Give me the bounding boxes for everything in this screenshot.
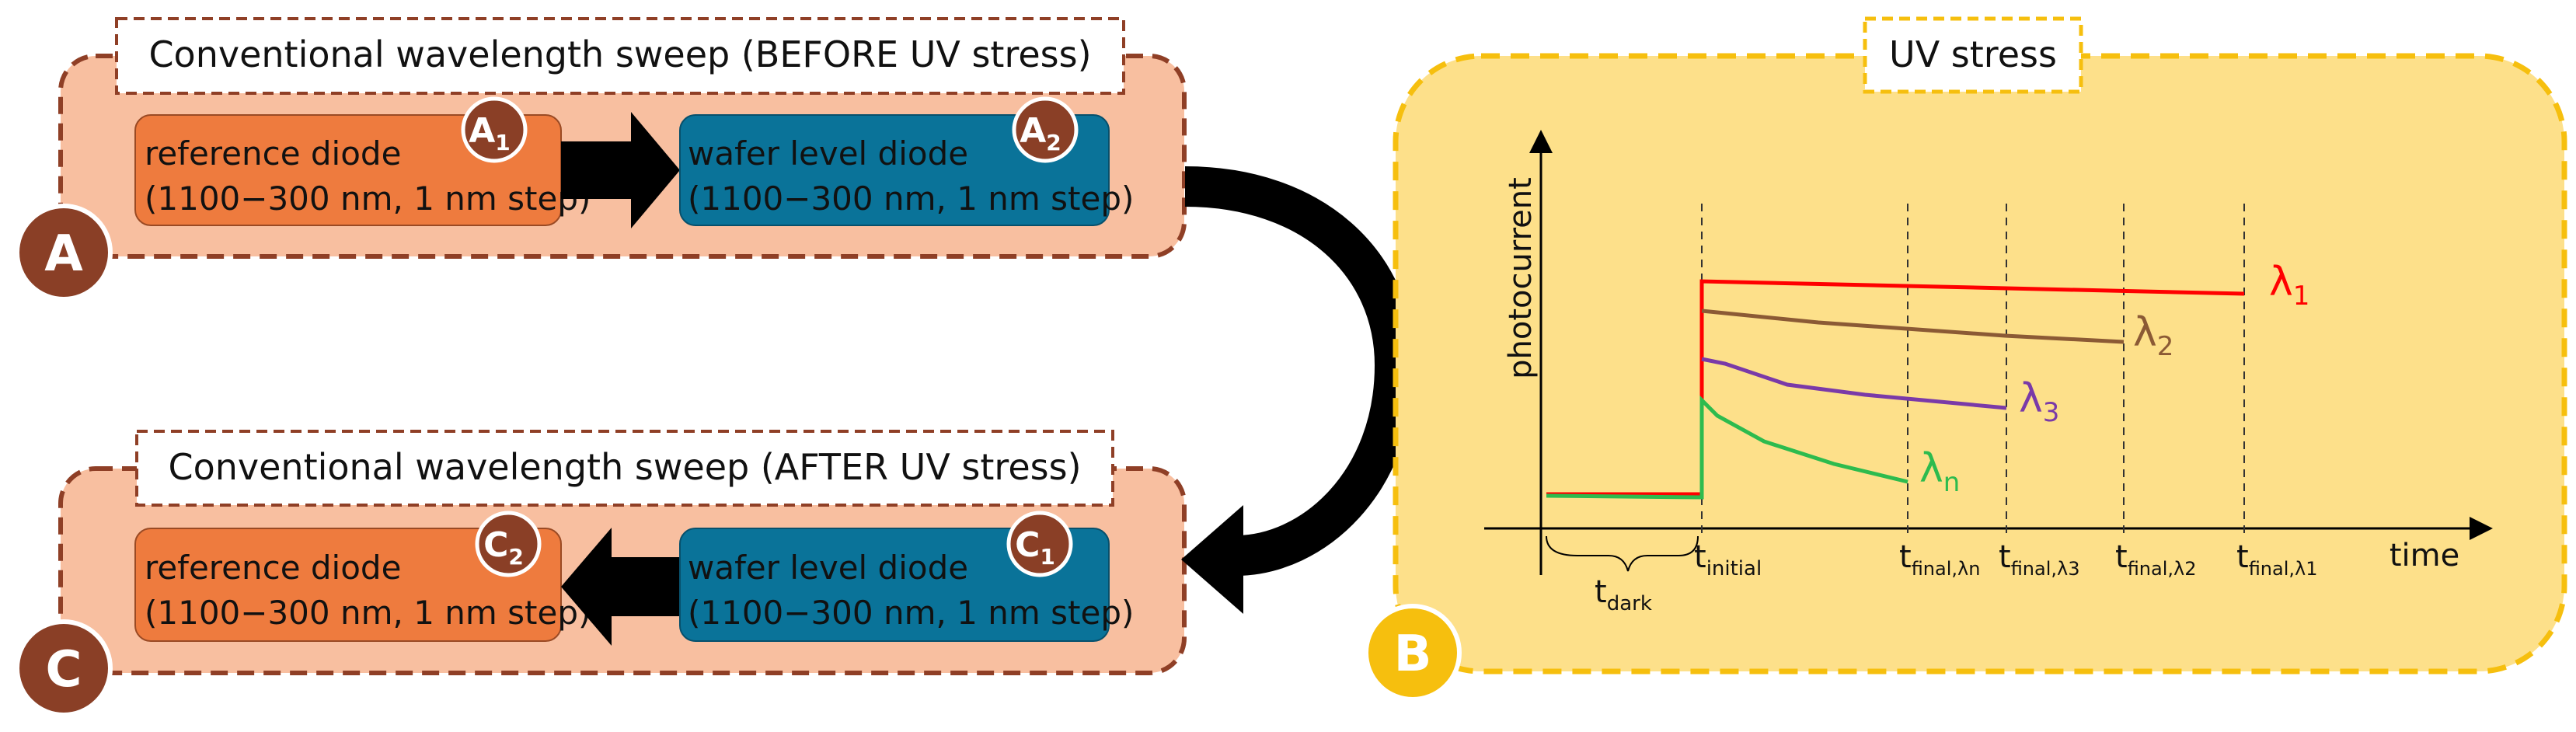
panel-b-badge: B (1364, 604, 1462, 702)
badge-c1: C1 (1006, 511, 1073, 577)
tick-t-final-l2: tfinal,λ2 (2115, 539, 2197, 580)
panel-b-badge-letter: B (1394, 626, 1432, 683)
tick-t-final-l3: tfinal,λ3 (1999, 539, 2080, 580)
panel-c-title-box (135, 430, 1114, 507)
panel-b-title: UV stress (1889, 33, 2057, 75)
badge-c2-sub: 2 (508, 544, 523, 570)
badge-c1-sub: 1 (1040, 544, 1054, 570)
tick-t-final-l1: tfinal,λ1 (2236, 539, 2318, 580)
panel-a-badge-letter: A (44, 225, 83, 283)
tick-t-initial-main: t (1694, 539, 1706, 575)
label-lambdan-main: λ (1919, 445, 1943, 492)
panel-c-badge: C (15, 619, 113, 717)
badge-a1-letter: A (469, 111, 495, 151)
label-lambda2: λ2 (2133, 309, 2173, 362)
label-lambda1-main: λ (2269, 259, 2293, 305)
panel-c-wafer-diode-box (679, 528, 1110, 642)
badge-c2: C2 (475, 511, 542, 577)
tick-t-final-ln-sub: final,λn (1912, 558, 1981, 580)
panel-a-reference-diode-range: (1100−300 nm, 1 nm step) (145, 180, 591, 218)
panel-c-wafer-diode-label: wafer level diode (688, 549, 968, 587)
x-axis-label: time (2390, 538, 2459, 573)
curved-flow-arrow (1184, 166, 1416, 576)
svg-text:A2: A2 (1020, 111, 1061, 155)
tick-t-initial-sub: initial (1706, 557, 1762, 580)
label-lambdan: λn (1919, 445, 1960, 498)
svg-text:A1: A1 (469, 111, 511, 155)
tick-t-final-l2-sub: final,λ2 (2128, 558, 2197, 580)
panel-c-reference-diode-label: reference diode (145, 549, 401, 587)
panel-c-left-arrow (561, 528, 680, 646)
panel-a-right-arrow (561, 112, 680, 228)
label-lambda2-sub: 2 (2157, 331, 2174, 362)
tick-t-final-ln: tfinal,λn (1899, 539, 1980, 580)
badge-a2: A2 (1012, 96, 1079, 163)
label-lambda2-main: λ (2133, 309, 2157, 356)
curved-flow-arrowhead (1181, 505, 1243, 614)
panel-a-title: Conventional wavelength sweep (BEFORE UV… (148, 33, 1091, 75)
badge-c1-letter: C (1015, 525, 1040, 565)
curve-lambdan (1546, 395, 1908, 500)
tick-t-final-l2-main: t (2115, 539, 2128, 575)
label-lambdan-sub: n (1943, 467, 1961, 498)
tick-t-dark-main: t (1595, 574, 1607, 610)
badge-a1-sub: 1 (495, 130, 510, 155)
tick-t-final-l3-main: t (1999, 539, 2011, 575)
panel-b-frame (1393, 53, 2567, 674)
panel-a-wafer-diode-label: wafer level diode (688, 134, 968, 173)
curve-lambda3 (1701, 357, 2007, 410)
badge-a2-sub: 2 (1046, 130, 1061, 155)
svg-text:C2: C2 (483, 525, 524, 570)
badge-a1: A1 (461, 96, 528, 163)
panel-a-wafer-diode-range: (1100−300 nm, 1 nm step) (688, 180, 1134, 218)
tick-t-initial: tinitial (1694, 539, 1762, 580)
label-lambda1-sub: 1 (2293, 281, 2310, 312)
panel-a-badge: A (15, 204, 113, 302)
label-lambda3-main: λ (2019, 375, 2043, 422)
panel-a-reference-diode-label: reference diode (145, 134, 401, 173)
label-lambda1: λ1 (2269, 259, 2309, 312)
panel-b-title-box (1863, 16, 2083, 94)
svg-text:C1: C1 (1015, 525, 1055, 570)
tick-t-final-l1-sub: final,λ1 (2249, 558, 2318, 580)
tick-t-final-l1-main: t (2236, 539, 2249, 575)
label-lambda3-sub: 3 (2043, 397, 2060, 428)
badge-a2-letter: A (1020, 111, 1046, 151)
panel-c-badge-letter: C (46, 641, 82, 699)
panel-b: UV stress photocurrent time λ1 λ2 λ3 (1364, 16, 2567, 702)
tick-t-final-ln-main: t (1899, 539, 1912, 575)
y-axis-label: photocurrent (1503, 177, 1539, 379)
tick-t-final-l3-sub: final,λ3 (2011, 558, 2080, 580)
curve-lambda2 (1701, 308, 2125, 344)
panel-a: Conventional wavelength sweep (BEFORE UV… (15, 17, 1187, 302)
panel-c-wafer-diode-range: (1100−300 nm, 1 nm step) (688, 594, 1134, 632)
panel-a-wafer-diode-box (679, 114, 1110, 226)
panel-c: Conventional wavelength sweep (AFTER UV … (15, 430, 1187, 717)
panel-c-title: Conventional wavelength sweep (AFTER UV … (168, 446, 1081, 488)
label-lambda3: λ3 (2019, 375, 2059, 428)
tick-t-dark: tdark (1595, 574, 1652, 615)
curve-lambda1 (1546, 279, 2245, 497)
panel-a-title-box (115, 17, 1125, 95)
t-dark-brace (1546, 535, 1699, 572)
panel-c-reference-diode-box (134, 528, 562, 642)
badge-c2-letter: C (483, 525, 508, 565)
panel-c-reference-diode-range: (1100−300 nm, 1 nm step) (145, 594, 591, 632)
tick-t-dark-sub: dark (1607, 592, 1652, 615)
